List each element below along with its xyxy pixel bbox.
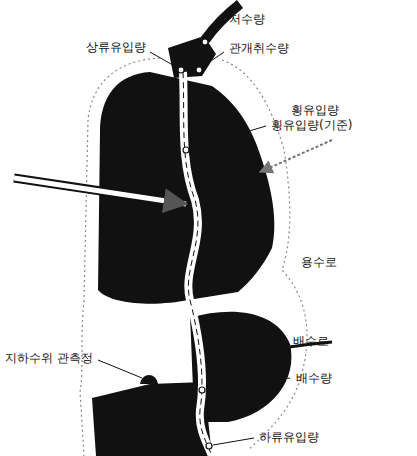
leader-lines bbox=[98, 22, 290, 445]
map-label: 하류유입량 bbox=[258, 430, 320, 444]
gauge-points bbox=[178, 39, 212, 449]
observation-well bbox=[140, 375, 158, 384]
irrigation-area bbox=[92, 382, 212, 456]
map-label: 배수량 bbox=[295, 371, 333, 385]
map-label: 횡유입량 bbox=[290, 103, 340, 117]
map-label: 관개취수량 bbox=[228, 41, 290, 55]
map-label: 용수로 bbox=[300, 255, 338, 269]
map-label: 저수량 bbox=[228, 12, 266, 26]
lateral-inflow-arrow bbox=[260, 140, 332, 172]
map-label: 지하수위 관측정 bbox=[4, 351, 94, 365]
river bbox=[183, 72, 212, 456]
map-label: 배수로 bbox=[292, 334, 330, 348]
watershed-outline bbox=[80, 58, 307, 456]
reservoir bbox=[168, 36, 216, 78]
river-centerline bbox=[183, 72, 212, 456]
canal-outline bbox=[14, 178, 188, 204]
map-label: 횡유입량(기준) bbox=[270, 118, 353, 132]
lateral-inflow-canal bbox=[14, 178, 186, 204]
map-label: 상류유입량 bbox=[85, 40, 147, 54]
